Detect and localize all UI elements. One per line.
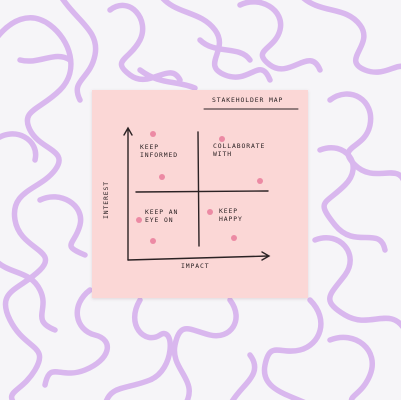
stakeholder-dot	[257, 178, 263, 184]
vertical-divider	[197, 131, 200, 247]
x-axis-label: IMPACT	[181, 262, 210, 270]
stakeholder-dot	[231, 235, 237, 241]
x-axis	[127, 255, 269, 261]
stakeholder-dot	[150, 131, 156, 137]
note-drawing	[123, 108, 299, 261]
quadrant-label-top-left: KEEP INFORMED	[140, 143, 178, 159]
stakeholder-dot	[136, 217, 142, 223]
y-axis-arrowhead	[123, 126, 133, 136]
quadrant-label-bottom-left: KEEP AN EYE ON	[145, 208, 179, 224]
stakeholder-dot	[219, 136, 225, 142]
stakeholder-dot	[150, 238, 156, 244]
quadrant-label-bottom-right: KEEP HAPPY	[219, 207, 243, 223]
stakeholder-dot	[207, 209, 213, 215]
horizontal-divider	[135, 190, 269, 193]
stakeholder-dot	[159, 174, 165, 180]
y-axis-label: INTEREST	[102, 181, 110, 219]
quadrant-label-top-right: COLLABORATE WITH	[213, 142, 266, 158]
note-title: STAKEHOLDER MAP	[212, 96, 284, 104]
sticky-note: STAKEHOLDER MAP INTEREST IMPACT KEEP INF…	[92, 90, 308, 298]
x-axis-arrowhead	[261, 251, 271, 261]
